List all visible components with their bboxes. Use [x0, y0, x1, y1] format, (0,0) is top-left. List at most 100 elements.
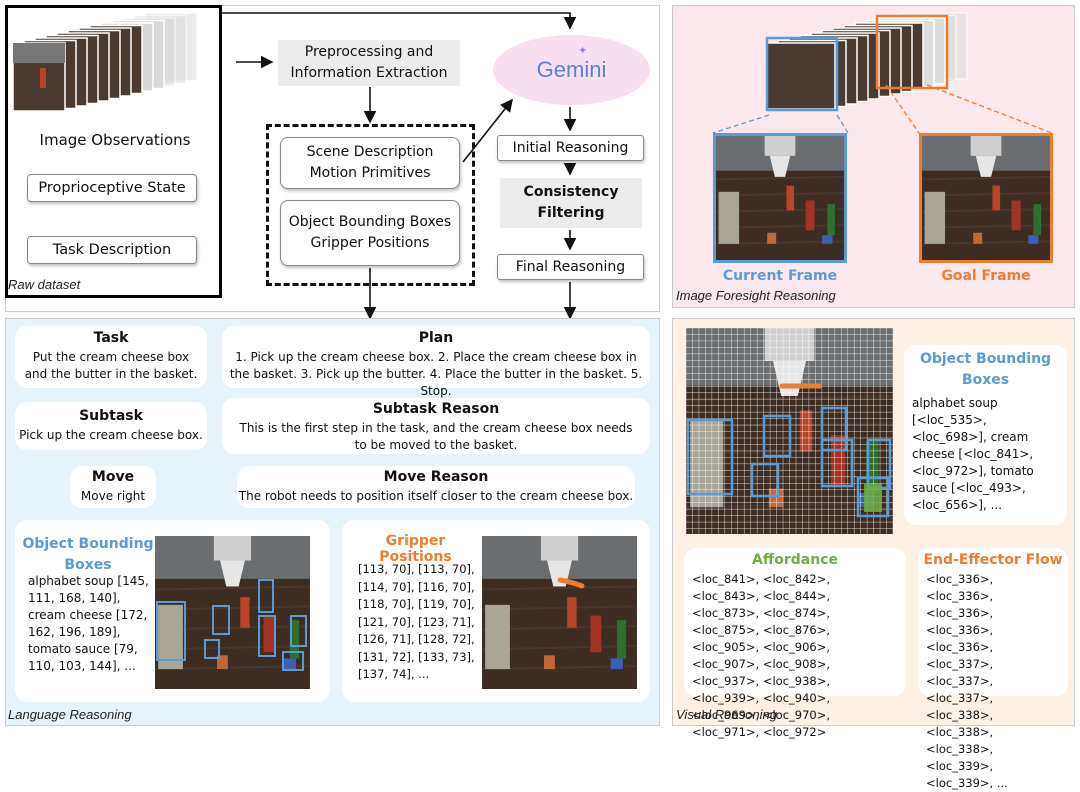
goal-frame-image — [919, 133, 1053, 263]
gemini-sparkle-icon: ✦ — [578, 44, 588, 57]
basket — [924, 191, 946, 244]
cream-cheese — [217, 655, 228, 670]
gripper-arm — [764, 136, 796, 156]
foresight-frame — [766, 42, 836, 110]
bounding-box — [258, 579, 274, 613]
butter — [1028, 235, 1039, 244]
box — [616, 620, 627, 659]
gripper-arm — [970, 136, 1002, 156]
bounding-box — [258, 615, 276, 657]
final-reasoning-box: Final Reasoning — [497, 254, 644, 280]
subtask-text: Pick up the cream cheese box. — [19, 428, 203, 442]
grid-bounding-box — [820, 438, 854, 488]
cream-cheese — [767, 232, 777, 244]
can — [590, 615, 602, 653]
bbox-line2: Gripper Positions — [310, 235, 430, 251]
box — [289, 620, 300, 659]
move-reason-text: The robot needs to position itself close… — [238, 489, 634, 503]
initial-reasoning-box: Initial Reasoning — [497, 135, 644, 161]
plan-text: 1. Pick up the cream cheese box. 2. Plac… — [229, 350, 643, 398]
consistency-line1: Consistency — [523, 184, 619, 200]
box — [827, 204, 836, 236]
cream-cheese — [768, 488, 784, 508]
bounding-box — [212, 605, 230, 635]
move-title: Move — [91, 469, 135, 485]
task-text: Put the cream cheese box and the butter … — [24, 350, 198, 381]
gripper-arm — [540, 536, 579, 561]
foresight-connectors — [712, 84, 1053, 134]
affordance-title: Affordance — [752, 552, 838, 568]
image-observation-stack — [12, 12, 198, 112]
eef-flow-card: End-Effector Flow <loc_336>, <loc_336>, … — [918, 548, 1068, 790]
subtask-title: Subtask — [79, 408, 143, 424]
move-card: Move Move right — [70, 466, 156, 508]
bottle — [992, 185, 1001, 211]
scene-line2: Motion Primitives — [309, 165, 431, 181]
basket — [485, 604, 510, 670]
visual-obb-card: Object Bounding Boxes alphabet soup [<lo… — [904, 345, 1067, 525]
pipeline-arrows — [222, 12, 577, 320]
gemini-logo-text: Gemini — [536, 57, 607, 82]
scene-description-box: Scene Description Motion Primitives — [280, 137, 460, 189]
basket — [718, 191, 740, 244]
task-title: Task — [93, 330, 129, 346]
gripper-positions-text: [113, 70], [113, 70], [114, 70], [116, 7… — [358, 562, 475, 681]
grid-bounding-box — [762, 414, 792, 458]
bottle — [799, 410, 813, 452]
grid-bounding-box — [856, 476, 890, 518]
foresight-frame-stack — [765, 12, 968, 112]
bottle — [240, 597, 250, 628]
can — [830, 435, 846, 485]
observation-object — [40, 68, 46, 88]
eef-flow-title: End-Effector Flow — [923, 552, 1063, 568]
raw-dataset-label: Raw dataset — [8, 277, 81, 292]
grid-bounding-box — [750, 462, 780, 498]
cream-cheese — [973, 232, 983, 244]
bounding-box — [204, 639, 220, 659]
image-foresight-label: Image Foresight Reasoning — [676, 288, 836, 303]
butter — [283, 658, 297, 670]
bounding-box — [282, 651, 304, 671]
butter — [822, 235, 833, 244]
preprocessing-box: Preprocessing and Information Extraction — [278, 40, 460, 86]
bottle — [567, 597, 577, 628]
consistency-filtering-box: Consistency Filtering — [500, 178, 642, 228]
eef-flow-text: <loc_336>, <loc_336>, <loc_336>, <loc_33… — [926, 572, 1008, 790]
plan-card: Plan 1. Pick up the cream cheese box. 2.… — [222, 326, 650, 398]
gripper-fingers — [769, 155, 791, 177]
gripper-positions-title: Gripper Positions — [379, 533, 452, 565]
goal-frame-label: Goal Frame — [941, 268, 1031, 284]
observation-frame-top — [13, 43, 65, 63]
can — [805, 200, 815, 231]
gripper-fingers — [220, 560, 245, 587]
proprioceptive-state-box: Proprioceptive State — [27, 174, 197, 202]
grid-bounding-box — [820, 406, 848, 452]
visual-obb-text: alphabet soup [<loc_535>, <loc_698>], cr… — [912, 396, 1034, 512]
subtask-reason-card: Subtask Reason This is the first step in… — [222, 398, 650, 454]
can — [263, 615, 275, 653]
bbox-line1: Object Bounding Boxes — [288, 214, 452, 230]
cream-cheese — [544, 655, 555, 670]
gripper-fingers — [975, 155, 997, 177]
current-frame-highlight — [765, 36, 839, 112]
image-observations-label: Image Observations — [39, 131, 191, 149]
preprocessing-line1: Preprocessing and — [304, 44, 434, 60]
goal-frame-highlight — [875, 14, 949, 90]
gripper-positions-frame — [482, 536, 637, 689]
gripper-trajectory — [557, 577, 585, 589]
visual-obb-title: Object Bounding Boxes — [919, 351, 1052, 388]
gripper-arm — [213, 536, 252, 561]
preprocessing-line2: Information Extraction — [290, 65, 448, 81]
language-obb-text: alphabet soup [145, 111, 168, 140], crea… — [28, 574, 149, 673]
grid-bounding-box — [686, 418, 734, 496]
bounding-box — [290, 615, 307, 647]
subtask-reason-text: This is the first step in the task, and … — [239, 421, 633, 452]
affordance-card: Affordance <loc_841>, <loc_842>, <loc_84… — [684, 548, 906, 739]
subtask-reason-title: Subtask Reason — [372, 401, 500, 417]
butter — [610, 658, 624, 670]
box — [1033, 204, 1042, 236]
affordance-region — [864, 484, 882, 512]
plan-title: Plan — [418, 330, 454, 346]
move-text: Move right — [80, 489, 146, 503]
bbox-gripper-box: Object Bounding Boxes Gripper Positions — [280, 200, 460, 266]
